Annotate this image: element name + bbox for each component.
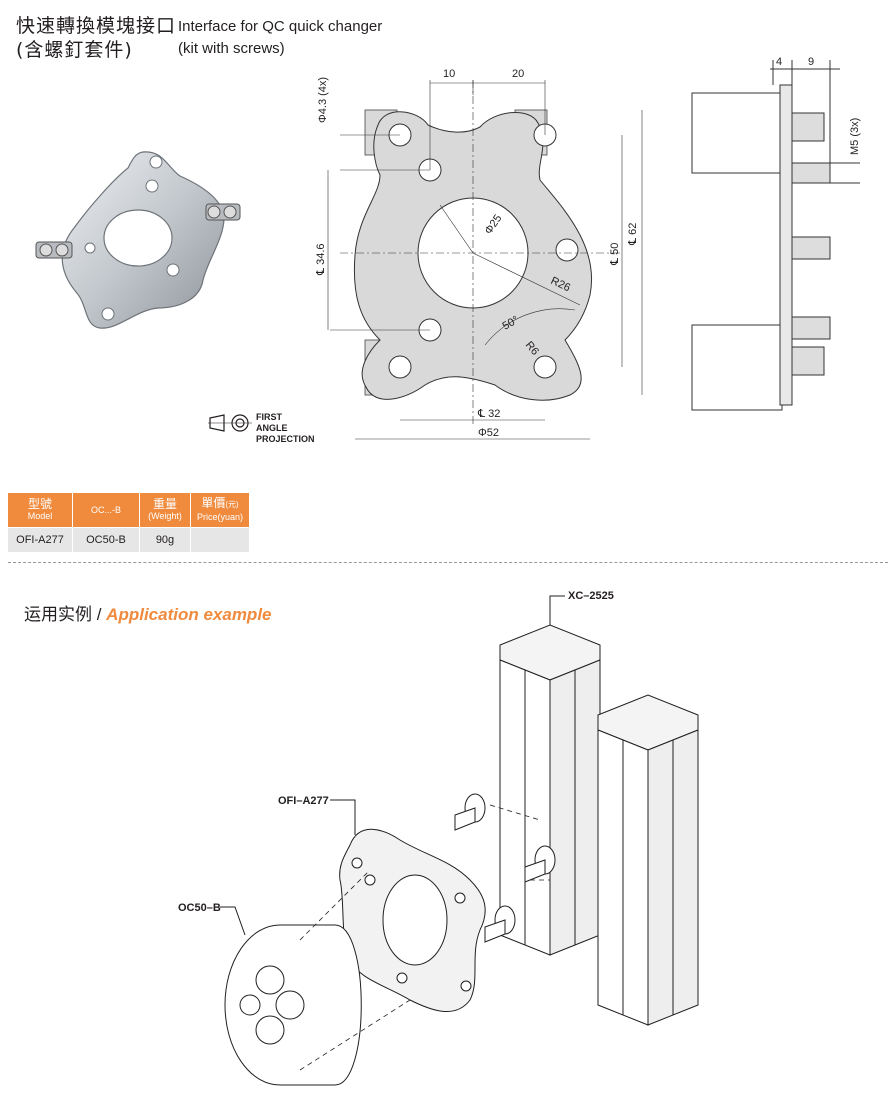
projection-line2: PROJECTION xyxy=(256,434,315,444)
dim-9: 9 xyxy=(808,56,814,68)
title-chinese-line2: (含螺釘套件) xyxy=(16,39,133,61)
dim-phi-52: Φ52 xyxy=(478,427,499,439)
cell-model: OFI-A277 xyxy=(8,527,73,552)
technical-drawing: 10 20 Φ4.3 (4x) ℄ 34.6 Φ25 ℄ 50 ℄ 62 R26… xyxy=(315,56,861,440)
header-weight: 重量 (Weight) xyxy=(139,493,191,528)
label-profile: XC–2525 xyxy=(568,590,614,602)
spec-table: 型號 Model OC...-B 重量 (Weight) 單價(元) Price… xyxy=(8,493,250,552)
product-photo xyxy=(35,151,241,329)
section-divider xyxy=(8,562,888,563)
side-view xyxy=(691,60,860,411)
spec-table-header: 型號 Model OC...-B 重量 (Weight) 單價(元) Price… xyxy=(8,493,250,528)
header-oc: OC...-B xyxy=(72,493,140,528)
header-model: 型號 Model xyxy=(8,493,73,528)
dim-hole-4-3: Φ4.3 (4x) xyxy=(317,77,329,123)
application-title-cn: 运用实例 / xyxy=(24,605,107,624)
plate-front-view xyxy=(353,109,592,401)
table-row: OFI-A277 OC50-B 90g xyxy=(8,527,250,552)
label-plate: OFI–A277 xyxy=(278,795,329,807)
dim-m5: M5 (3x) xyxy=(849,118,861,155)
dim-c-34-6: ℄ 34.6 xyxy=(315,243,327,276)
dim-20: 20 xyxy=(512,68,524,80)
label-module: OC50–B xyxy=(178,902,221,914)
title-english: Interface for QC quick changer (kit with… xyxy=(178,16,382,60)
projection-line1: FIRST ANGLE xyxy=(256,412,288,433)
cell-oc: OC50-B xyxy=(72,527,140,552)
title-english-line2: (kit with screws) xyxy=(178,40,285,57)
title-chinese-line1: 快速轉換模塊接口 xyxy=(16,15,177,37)
cell-price xyxy=(190,527,250,552)
application-title-en: Application example xyxy=(106,605,272,624)
dim-10: 10 xyxy=(443,68,455,80)
application-illustration: XC–2525 OFI–A277 OC50–B xyxy=(178,590,699,1086)
dim-4: 4 xyxy=(776,56,782,68)
title-english-line1: Interface for QC quick changer xyxy=(178,18,383,35)
header-price: 單價(元) Price(yuan) xyxy=(190,493,250,528)
dim-c-50: ℄ 50 xyxy=(609,243,621,266)
dim-c-32: ℄ 32 xyxy=(477,408,500,420)
application-title: 运用实例 / Application example xyxy=(24,604,272,626)
cell-weight: 90g xyxy=(139,527,191,552)
first-angle-icon xyxy=(208,414,252,432)
projection-symbol: FIRST ANGLE PROJECTION xyxy=(208,412,315,444)
title-chinese: 快速轉換模塊接口 (含螺釘套件) xyxy=(16,14,176,62)
dim-c-62: ℄ 62 xyxy=(627,223,639,246)
